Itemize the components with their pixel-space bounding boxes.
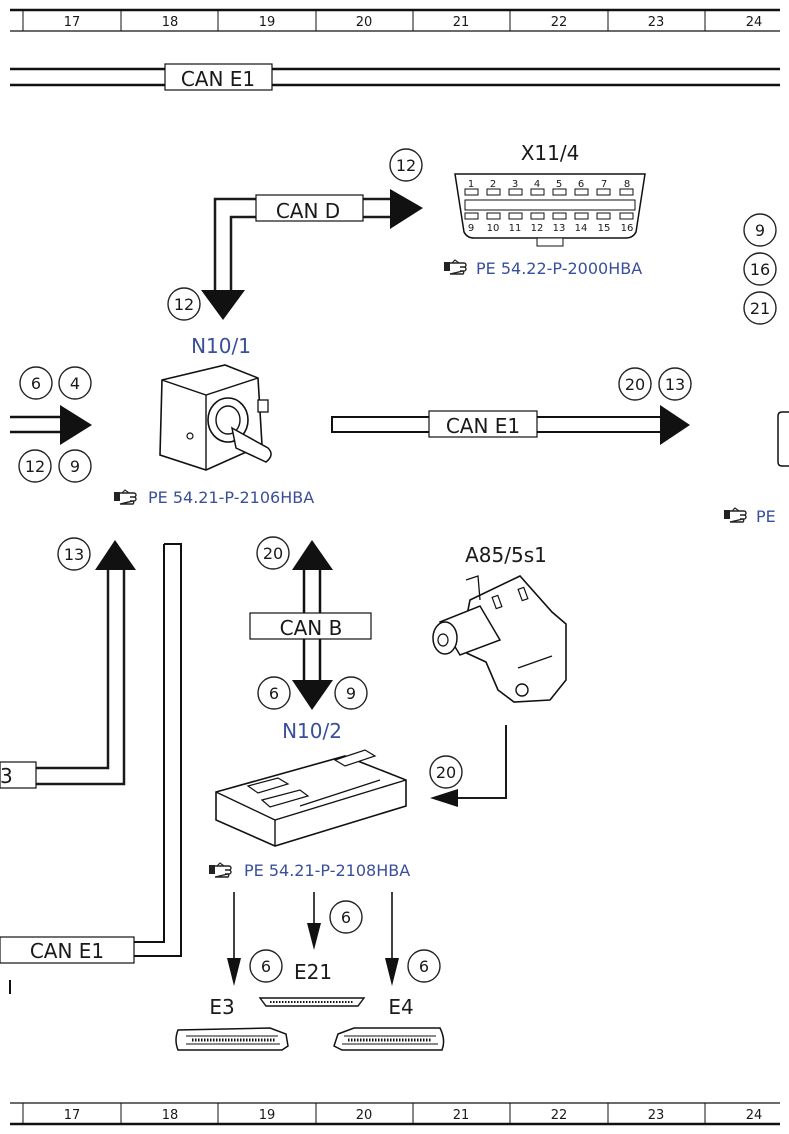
n10-1-ignition-switch: N10/1 PE 54.21-P-2106HBA	[113, 334, 314, 507]
grid-col-label: 22	[551, 1108, 568, 1123]
component-label: E21	[294, 960, 332, 984]
e21-lamp: E21	[258, 960, 366, 1007]
pin-number: 8	[624, 179, 630, 190]
grid-col-label: 24	[746, 15, 763, 30]
pin-number: 10	[487, 223, 500, 234]
grid-col-label: 17	[64, 15, 81, 30]
bus-label: CAN E1	[30, 939, 104, 963]
signal-number: 9	[346, 684, 356, 703]
bus-label: CAN E1	[446, 414, 520, 438]
pin-number: 5	[556, 179, 562, 190]
reference-link[interactable]: PE 54.21-P-2108HBA	[244, 861, 410, 880]
n10-2-control-unit: N10/2 PE 54.21-P-2108HBA	[208, 719, 410, 880]
pin-number: 11	[509, 223, 522, 234]
signal-number: 6	[269, 684, 279, 703]
reference-link[interactable]: PE 54.22-P-2000HBA	[476, 259, 642, 278]
pin-number: 16	[621, 223, 634, 234]
x11-4-connector: X11/4 1 2 3 4 5 6 7 8 9 10 11 12 13 14 1…	[443, 141, 646, 278]
bus-label: CAN D	[276, 199, 340, 223]
grid-col-label: 21	[453, 15, 470, 30]
component-label: A85/5s1	[465, 543, 547, 567]
can-e1-top-bus: CAN E1	[10, 63, 780, 91]
bottom-grid-bar: 17 18 19 20 21 22 23 24	[10, 1102, 780, 1126]
signal-number: 13	[665, 375, 685, 394]
signal-number: 9	[70, 457, 80, 476]
can-b-bus: CAN B 20 6 9	[249, 536, 372, 710]
pin-number: 15	[598, 223, 611, 234]
lamp-outputs: 6 6 6	[227, 892, 441, 986]
grid-col-label: 20	[356, 1108, 373, 1123]
grid-col-label: 18	[162, 15, 179, 30]
pointing-hand-icon	[113, 489, 137, 505]
bus-label: CAN B	[280, 616, 343, 640]
pin-number: 7	[601, 179, 607, 190]
grid-col-label: 20	[356, 15, 373, 30]
pin-number: 4	[534, 179, 540, 190]
reference-link[interactable]: PE	[756, 507, 776, 526]
component-label: X11/4	[521, 141, 580, 165]
can-e1-bottom-bus: CAN E1	[0, 543, 182, 994]
pin-number: 1	[468, 179, 474, 190]
pointing-hand-icon	[208, 862, 232, 878]
signal-number: 6	[31, 374, 41, 393]
grid-col-label: 23	[648, 15, 665, 30]
e4-lamp: E4	[333, 995, 445, 1051]
signal-number: 12	[396, 156, 416, 175]
pin-number: 12	[531, 223, 544, 234]
signal-number: 21	[750, 299, 770, 318]
component-label: E4	[388, 995, 413, 1019]
left-up-bus: 3 13	[0, 537, 136, 789]
grid-col-label: 19	[259, 15, 276, 30]
pin-number: 9	[468, 223, 474, 234]
signal-number: 20	[436, 763, 456, 782]
pointing-hand-icon	[723, 507, 747, 523]
grid-col-label: 17	[64, 1108, 81, 1123]
pointing-hand-icon	[443, 259, 467, 275]
signal-number: 20	[263, 544, 283, 563]
grid-col-label: 24	[746, 1108, 763, 1123]
pin-number: 3	[512, 179, 518, 190]
e3-lamp: E3	[175, 995, 289, 1051]
bus-label: CAN E1	[181, 67, 255, 91]
pin-number: 14	[575, 223, 588, 234]
signal-number: 20	[625, 375, 645, 394]
signal-number: 12	[174, 295, 194, 314]
grid-col-label: 23	[648, 1108, 665, 1123]
top-grid-bar: 17 18 19 20 21 22 23 24	[10, 8, 780, 32]
can-d-bus: CAN D 12 12	[167, 148, 423, 321]
signal-number: 6	[341, 908, 351, 927]
signal-number: 9	[755, 221, 765, 240]
signal-number: 6	[261, 957, 271, 976]
grid-col-label: 22	[551, 15, 568, 30]
component-label: N10/1	[191, 334, 251, 358]
signal-number: 6	[419, 957, 429, 976]
left-input-arrow: 6 4 12 9	[10, 366, 92, 483]
right-signal-column: 9 16 21 PE	[723, 213, 789, 526]
pin-number: 13	[553, 223, 566, 234]
bus-label-partial: 3	[0, 764, 13, 788]
signal-number: 13	[64, 545, 84, 564]
pin-number: 2	[490, 179, 496, 190]
signal-number: 12	[25, 457, 45, 476]
component-label: E3	[209, 995, 234, 1019]
pin-number: 6	[578, 179, 584, 190]
grid-col-label: 18	[162, 1108, 179, 1123]
can-e1-mid-bus: CAN E1 20 13	[331, 367, 692, 445]
reference-link[interactable]: PE 54.21-P-2106HBA	[148, 488, 314, 507]
signal-number: 16	[750, 260, 770, 279]
grid-col-label: 19	[259, 1108, 276, 1123]
grid-col-label: 21	[453, 1108, 470, 1123]
signal-number: 4	[70, 374, 80, 393]
component-label: N10/2	[282, 719, 342, 743]
a85-5s1-switch: A85/5s1 20	[429, 543, 567, 807]
